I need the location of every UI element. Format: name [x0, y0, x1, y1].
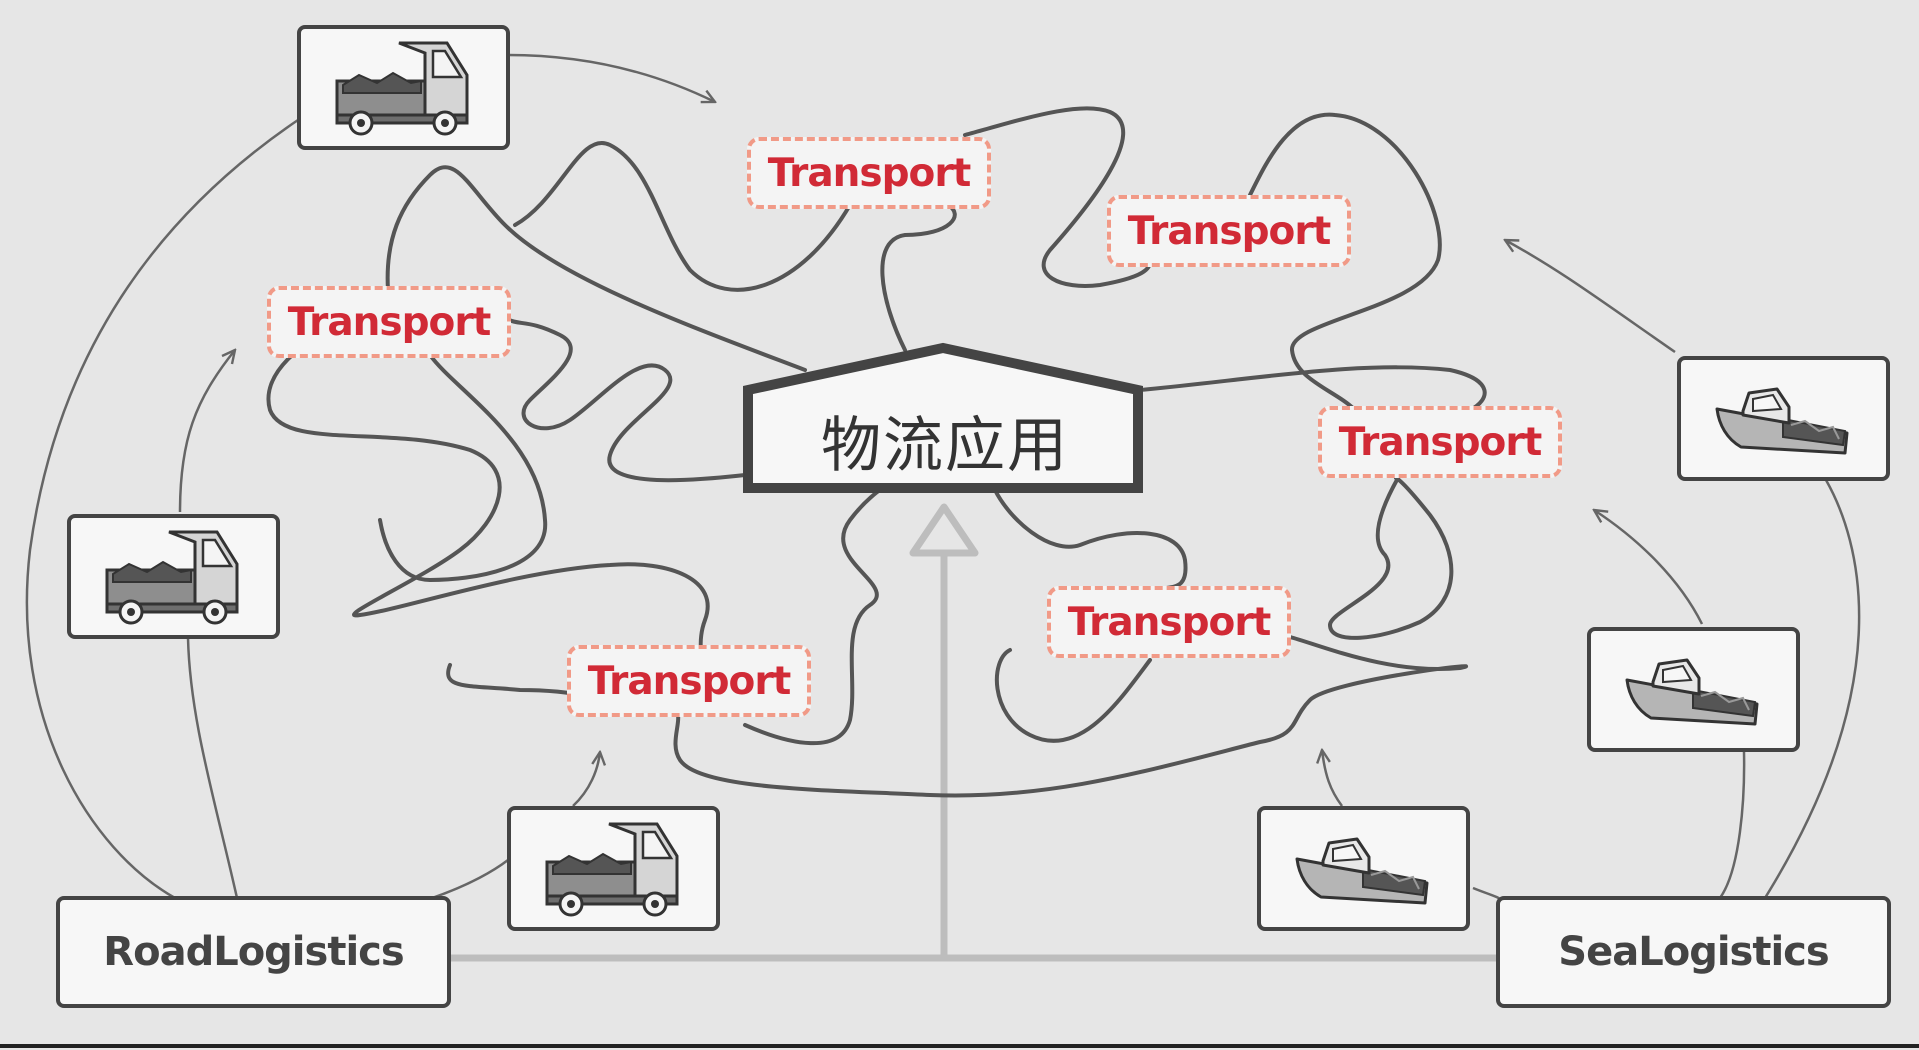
boat-icon	[1625, 658, 1758, 725]
transport-box: Transport	[267, 286, 511, 358]
truck-box	[67, 514, 280, 639]
boat-box	[1257, 806, 1470, 931]
truck-icon	[545, 822, 678, 916]
transport-box: Transport	[747, 137, 991, 209]
transport-box: Transport	[1318, 406, 1562, 478]
truck-box	[297, 25, 510, 150]
boat-box	[1587, 627, 1800, 752]
truck-icon	[105, 530, 238, 624]
ownership-arrows	[25, 53, 1861, 901]
boat-icon	[1715, 387, 1848, 454]
boat-icon	[1295, 837, 1428, 904]
transport-box: Transport	[1107, 195, 1351, 267]
road-logistics-label: RoadLogistics	[103, 929, 404, 975]
truck-box	[507, 806, 720, 931]
sea-logistics-label: SeaLogistics	[1558, 929, 1829, 975]
logistics-app-box	[743, 342, 1143, 493]
truck-icon	[335, 41, 468, 135]
transport-box: Transport	[567, 645, 811, 717]
logistics-app-label: 物流应用	[821, 410, 1069, 481]
inheritance-arrowhead	[909, 503, 979, 557]
sea-logistics-box: SeaLogistics	[1496, 896, 1891, 1008]
road-logistics-box: RoadLogistics	[56, 896, 451, 1008]
boat-box	[1677, 356, 1890, 481]
inheritance-lines	[450, 548, 1498, 962]
transport-box: Transport	[1047, 586, 1291, 658]
bottom-divider	[0, 1044, 1919, 1048]
